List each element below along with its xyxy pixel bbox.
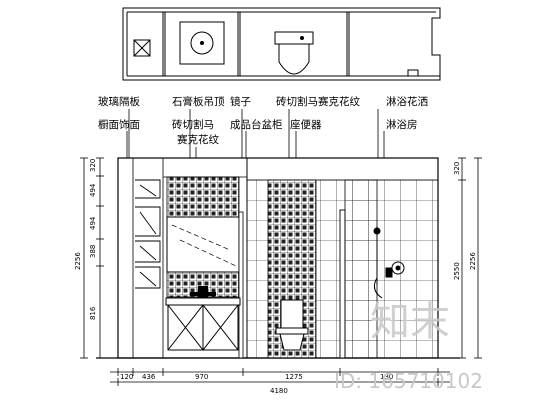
left-dimension-text: 320 494 494 388 816 2256 — [74, 159, 97, 320]
svg-text:494: 494 — [89, 216, 97, 230]
watermark-id: ID: 165710102 — [334, 369, 483, 393]
elevation-view — [96, 157, 460, 359]
left-dimensions — [80, 157, 104, 359]
toilet-elevation-icon — [275, 299, 309, 351]
toilet-plan-icon — [274, 31, 314, 75]
label-toilet: 座便器 — [290, 118, 322, 131]
label-mirror: 镜子 — [230, 95, 251, 108]
shower-head-icon — [373, 226, 405, 299]
right-dimensions — [458, 157, 482, 359]
watermark-brand: 知末 — [370, 299, 450, 345]
faucet-icon — [190, 286, 216, 298]
svg-text:2550: 2550 — [453, 262, 461, 280]
label-cabinet-facing: 橱面饰面 — [98, 118, 140, 131]
svg-text:120: 120 — [120, 373, 133, 381]
label-brick-mosaic: 砖切割马赛克花纹 — [276, 95, 360, 108]
svg-text:970: 970 — [195, 373, 208, 381]
bottom-dimension-text: 120 436 970 1275 130 4180 — [120, 373, 393, 395]
callout-labels: 玻璃隔板 石膏板吊顶 镜子 砖切割马赛克花纹 淋浴花洒 橱面饰面 砖切割马 赛克… — [98, 95, 428, 146]
svg-text:320: 320 — [89, 159, 97, 172]
svg-text:4180: 4180 — [270, 387, 288, 395]
floor-drain-icon — [133, 39, 151, 57]
svg-text:816: 816 — [89, 306, 97, 320]
svg-text:2256: 2256 — [469, 252, 477, 270]
washbasin-plan-icon — [179, 21, 225, 65]
label-gypsum-ceiling: 石膏板吊顶 — [172, 95, 225, 108]
basin-cabinet — [165, 297, 241, 351]
svg-text:2256: 2256 — [74, 252, 82, 270]
mirror — [166, 216, 240, 273]
glass-shelves — [135, 179, 161, 289]
svg-text:494: 494 — [89, 183, 97, 197]
label-brick-mosaic-a: 砖切割马 — [172, 118, 214, 131]
plan-view — [122, 7, 441, 81]
svg-text:436: 436 — [142, 373, 156, 381]
watermark: 知末 ID: 165710102 — [334, 299, 483, 393]
label-glass-partition: 玻璃隔板 — [98, 95, 140, 108]
svg-text:130: 130 — [380, 373, 393, 381]
right-dimension-text: 320 2550 2256 — [453, 162, 477, 280]
label-shower-room: 淋浴房 — [386, 118, 418, 131]
svg-text:1275: 1275 — [285, 373, 303, 381]
bottom-dimensions — [110, 368, 450, 386]
svg-text:320: 320 — [453, 162, 461, 175]
label-finished-basin: 成品台盆柜 — [230, 118, 283, 131]
svg-text:388: 388 — [89, 245, 97, 258]
label-brick-mosaic-b: 赛克花纹 — [177, 133, 219, 146]
label-shower-head: 淋浴花洒 — [386, 95, 428, 108]
